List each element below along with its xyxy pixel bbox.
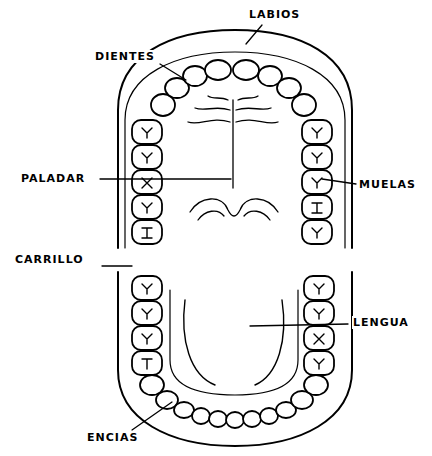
part-label: LENGUA [352, 316, 410, 329]
molar-cusps [142, 128, 322, 238]
upper-gum [125, 52, 345, 248]
part-label: LABIOS [248, 8, 301, 21]
lower-teeth [132, 276, 334, 428]
palate [188, 96, 278, 220]
tongue [184, 300, 284, 385]
part-label: MUELAS [358, 178, 417, 191]
molar-cusps [142, 284, 324, 369]
part-label: PALADAR [20, 172, 86, 185]
lower-gum [170, 290, 298, 395]
part-label: DIENTES [94, 50, 156, 63]
leader-lines [100, 25, 356, 430]
lower-lip [118, 272, 352, 446]
upper-teeth [132, 60, 332, 244]
part-label: ENCIAS [86, 431, 139, 444]
part-label: CARRILLO [14, 253, 85, 266]
